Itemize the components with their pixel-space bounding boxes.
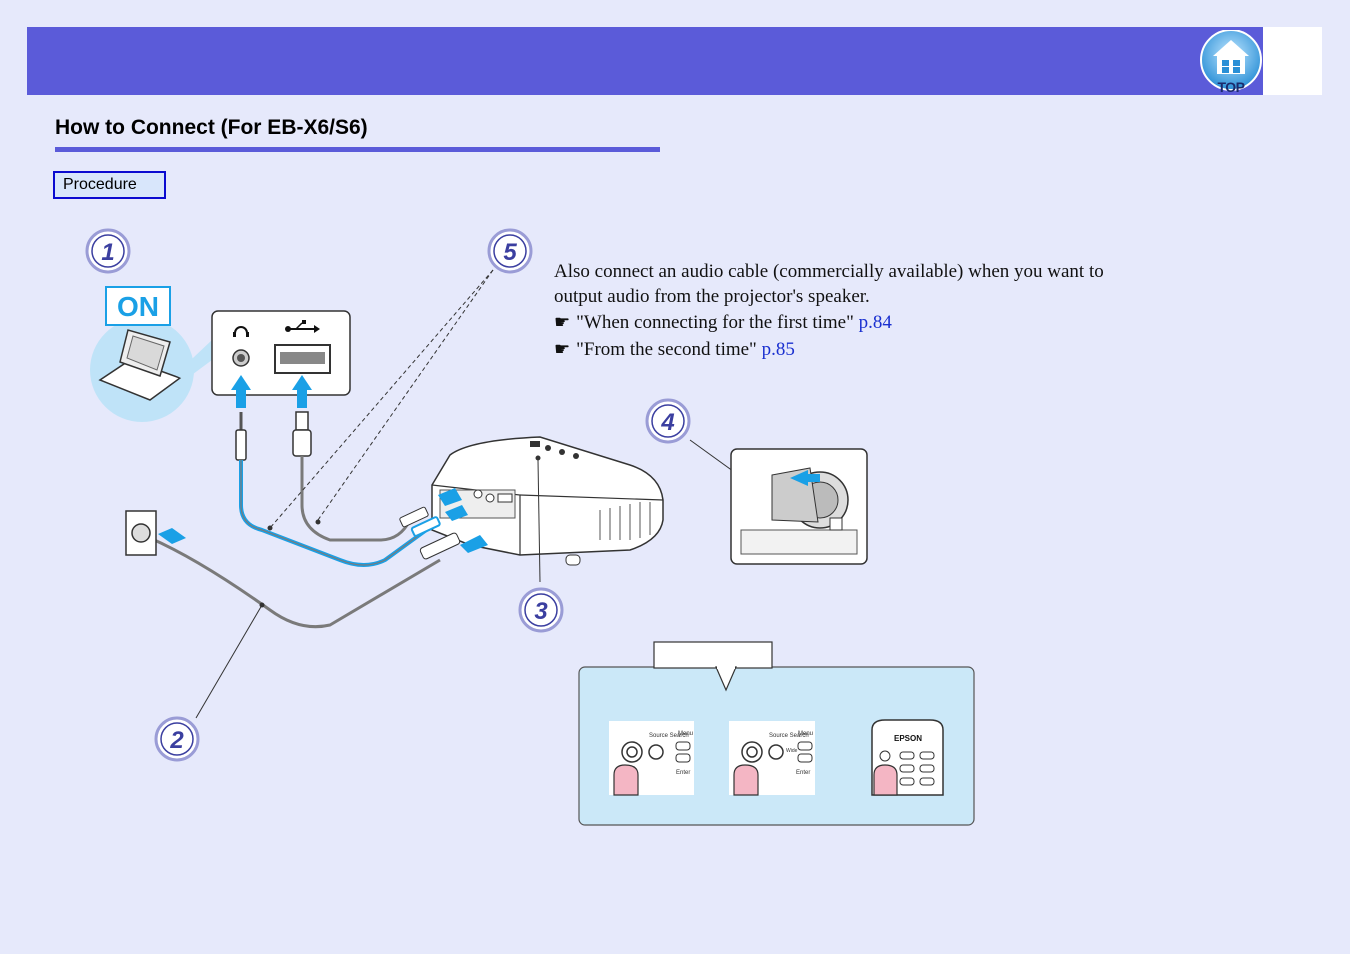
step-4: 4	[645, 398, 691, 444]
reference-label: "From the second time"	[576, 339, 762, 360]
reference-second-time: ☛"From the second time" p.85	[554, 339, 795, 361]
usb-icon	[285, 320, 320, 333]
lens-cover-closeup	[730, 448, 868, 565]
header-page-area	[1263, 27, 1322, 95]
on-label: ON	[105, 286, 171, 326]
laptop-port-panel	[211, 310, 351, 396]
pointer-hand-icon: ☛	[554, 312, 571, 333]
plug-arrows	[231, 375, 312, 408]
step-1-number: 1	[101, 239, 114, 266]
menu-label: Menu	[798, 731, 813, 737]
leader-lines	[195, 269, 781, 719]
headphone-icon	[233, 326, 249, 337]
control-panel-x6: Source Search Menu Enter	[609, 721, 694, 796]
pointer-hand-icon: ☛	[554, 339, 571, 360]
title-underline	[55, 147, 660, 152]
top-button[interactable]: TOP	[1199, 29, 1263, 95]
wide-label: Wide	[786, 748, 798, 754]
enter-label: Enter	[676, 770, 690, 776]
on-label-text: ON	[117, 291, 159, 322]
enter-label: Enter	[796, 770, 810, 776]
top-button-label: TOP	[1217, 79, 1245, 95]
step-2: 2	[154, 716, 200, 762]
step-5: 5	[487, 228, 533, 274]
reference-label: "When connecting for the first time"	[576, 312, 859, 333]
description-text: Also connect an audio cable (commerciall…	[554, 261, 1104, 307]
source-search-label: Source Search	[769, 733, 809, 739]
section-title: How to Connect (For EB-X6/S6)	[55, 116, 368, 139]
step-1: 1	[85, 228, 131, 274]
remote-control: EPSON	[871, 719, 944, 796]
projector-illustration	[399, 436, 664, 566]
step-5-number: 5	[503, 239, 517, 266]
cables	[149, 456, 442, 629]
step-4-number: 4	[660, 409, 674, 436]
menu-label: Menu	[678, 731, 693, 737]
header-bar	[27, 27, 1263, 95]
step-3-number: 3	[534, 598, 548, 625]
control-panel-s6: Source Search Menu Wide Enter	[729, 721, 815, 796]
wall-outlet	[125, 510, 186, 556]
audio-plug	[235, 412, 247, 461]
reference-link-p84[interactable]: p.84	[858, 312, 892, 333]
top-home-icon	[1200, 29, 1262, 91]
step-3: 3	[518, 587, 564, 633]
reference-link-p85[interactable]: p.85	[761, 339, 795, 360]
laptop-illustration	[90, 318, 212, 422]
procedure-badge: Procedure	[53, 171, 166, 199]
power-on-panel: Source Search Menu Enter Source Search M…	[578, 641, 975, 826]
remote-brand: EPSON	[894, 734, 922, 743]
source-search-label: Source Search	[649, 733, 689, 739]
step-2-number: 2	[169, 727, 184, 754]
usb-plug	[292, 411, 312, 457]
reference-first-time: ☛"When connecting for the first time" p.…	[554, 312, 892, 334]
